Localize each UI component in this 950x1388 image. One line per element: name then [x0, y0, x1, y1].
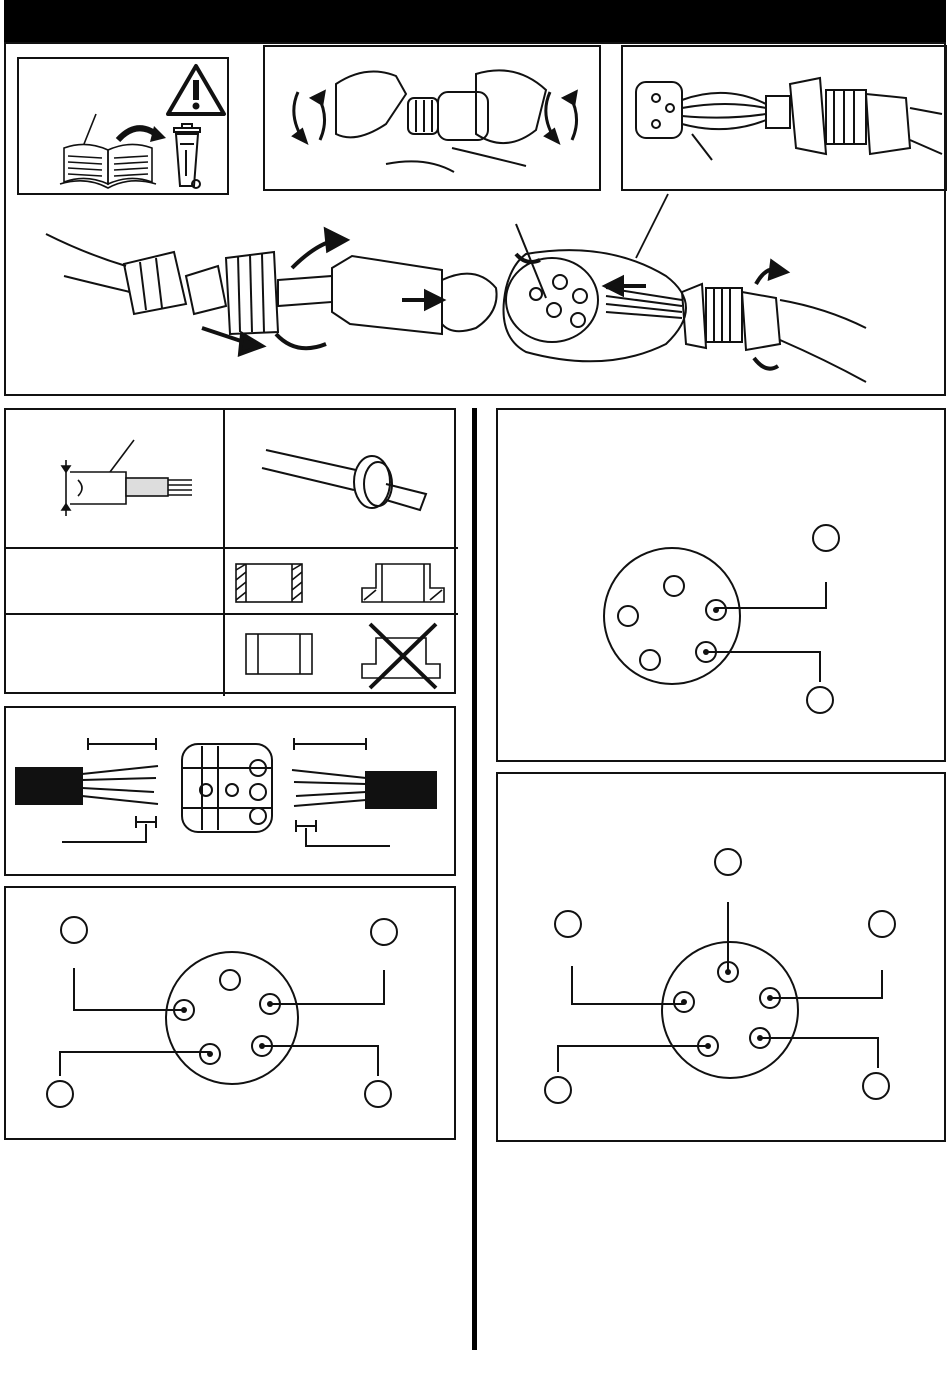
pinout-two-wire-panel: [496, 408, 946, 762]
cable-gland-box: [622, 46, 946, 190]
cable-gland-illustration: [636, 78, 942, 160]
seal-profile-flanged-icon: [362, 564, 444, 602]
pinout-four-wire-svg: [6, 888, 458, 1142]
full-assembly-illustration: [46, 234, 866, 382]
assembly-direction-arrows: [202, 230, 786, 369]
warning-triangle-icon: [168, 66, 224, 114]
open-book-icon: [60, 114, 156, 188]
seal-profile-crossed-icon: [362, 624, 440, 688]
pinout-five-wire-svg: [498, 774, 948, 1144]
label-circle-left-lower: [545, 1077, 571, 1103]
screwdriver-icon: [516, 224, 546, 298]
assembly-overview-svg: [6, 44, 948, 398]
dispose-arrow-icon: [118, 128, 156, 140]
pinout-five-wire-panel: [496, 772, 946, 1142]
connector-in-hands-illustration: [336, 70, 546, 172]
label-circle-top-right: [371, 919, 397, 945]
twist-right-arrow-icon: [546, 92, 577, 142]
recycling-bin-icon: [174, 124, 200, 188]
label-circle-top: [715, 849, 741, 875]
connector-insert-illustration: [182, 744, 272, 832]
seal-profile-straight-alt-icon: [246, 634, 312, 674]
pin-top: [220, 970, 240, 990]
stripped-cable-illustration: [62, 440, 192, 516]
label-circle-left-upper: [555, 911, 581, 937]
cable-left-illustration: [16, 738, 158, 842]
cable-seal-ring-illustration: [262, 450, 426, 510]
cable-diameter-svg: [6, 410, 458, 696]
label-circle-upper: [813, 525, 839, 551]
label-circle-right-upper: [869, 911, 895, 937]
strip-length-panel: [4, 706, 456, 876]
label-circle-bottom-left: [47, 1081, 73, 1107]
pin-top: [664, 576, 684, 596]
pin-left: [618, 606, 638, 626]
strip-length-svg: [6, 708, 458, 878]
seal-profile-straight-icon: [236, 564, 302, 602]
label-circle-top-left: [61, 917, 87, 943]
cable-diameter-panel: [4, 408, 456, 694]
label-circle-lower: [807, 687, 833, 713]
pin-left-lower: [640, 650, 660, 670]
header-bar: [4, 0, 946, 42]
column-divider: [472, 408, 477, 1350]
label-circle-right-lower: [863, 1073, 889, 1099]
cable-right-illustration: [292, 738, 436, 846]
label-circle-bottom-right: [365, 1081, 391, 1107]
assembly-overview-panel: [4, 42, 946, 396]
twist-left-arrow-icon: [294, 92, 325, 142]
pinout-two-wire-svg: [498, 410, 948, 764]
pinout-four-wire-panel: [4, 886, 456, 1140]
